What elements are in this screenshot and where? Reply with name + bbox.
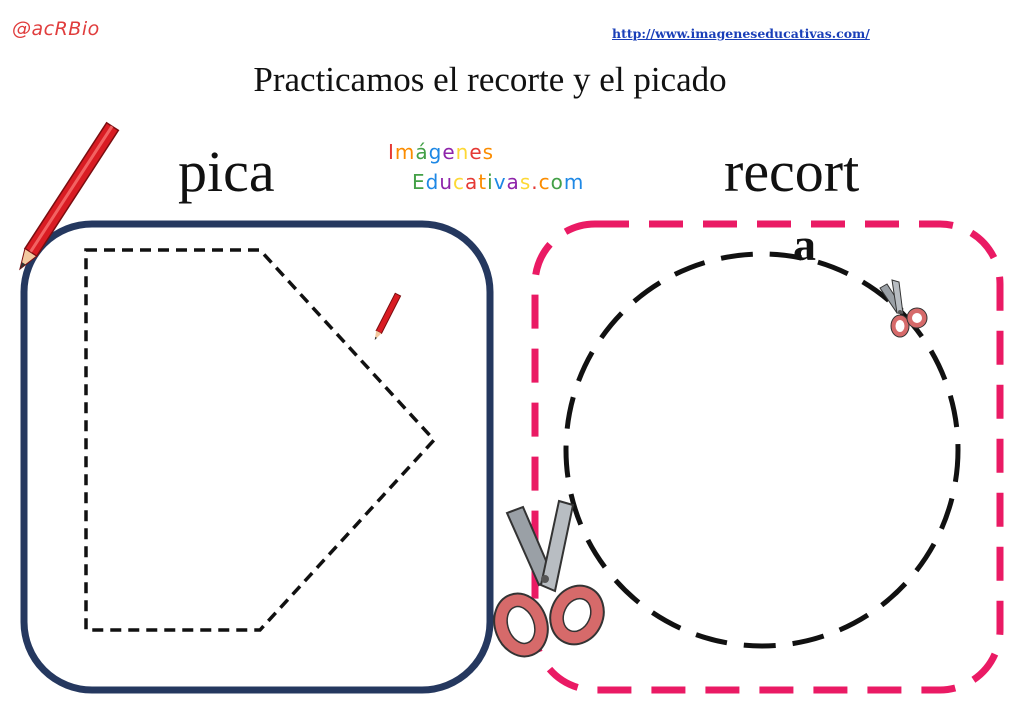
- logo-letter: E: [412, 170, 426, 194]
- logo-letter: I: [388, 140, 395, 164]
- scissors-icon: [493, 499, 605, 658]
- logo-letter: n: [455, 140, 470, 164]
- logo-letter: e: [469, 140, 483, 164]
- logo-letter: t: [478, 170, 488, 194]
- logo-letter: d: [425, 170, 440, 194]
- brand-signature: @acRBio: [12, 18, 100, 40]
- source-link[interactable]: http://www.imageneseducativas.com/: [612, 26, 870, 41]
- right-panel-extra-letter: a: [793, 219, 816, 270]
- logo-letter: c: [538, 170, 551, 194]
- cut-circle: [563, 251, 961, 649]
- logo-letter: s: [519, 170, 532, 194]
- logo-letter: m: [563, 170, 585, 194]
- page-title: Practicamos el recorte y el picado: [253, 60, 727, 99]
- left-panel-word: pica: [178, 139, 275, 204]
- logo-letter: a: [506, 170, 520, 194]
- right-panel-word: recort: [724, 139, 860, 204]
- logo-line-2: Educativas.com: [412, 170, 584, 194]
- logo-letter: c: [453, 170, 466, 194]
- logo-letter: a: [465, 170, 479, 194]
- logo-letter: g: [428, 140, 443, 164]
- pencil-icon: [19, 121, 120, 271]
- right-panel-frame: [531, 220, 1004, 694]
- small-pencil-icon: [374, 292, 402, 341]
- left-panel-frame: [20, 220, 494, 694]
- logo-letter: m: [394, 140, 416, 164]
- logo-line-1: Imágenes: [388, 140, 494, 164]
- logo-letter: á: [415, 140, 429, 164]
- pierce-shape: [84, 248, 437, 632]
- logo-letter: o: [550, 170, 564, 194]
- small-scissors-icon: [879, 279, 928, 338]
- logo-letter: i: [487, 170, 494, 194]
- logo-letter: e: [442, 140, 456, 164]
- logo-letter: s: [482, 140, 495, 164]
- logo-letter: v: [493, 170, 507, 194]
- logo-letter: .: [531, 170, 539, 194]
- logo-letter: u: [439, 170, 454, 194]
